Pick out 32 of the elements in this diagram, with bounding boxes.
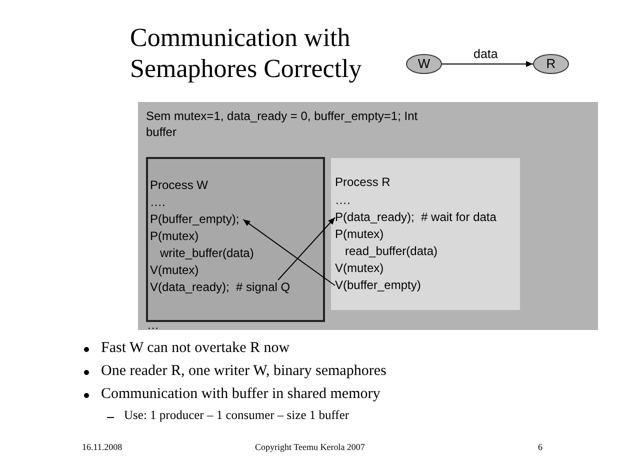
code-line: write_buffer(data) <box>160 246 254 261</box>
code-line: P(data_ready); # wait for data <box>335 210 496 225</box>
code-line: …. <box>335 193 350 208</box>
process-heading: Process R <box>335 175 390 190</box>
code-line: V(mutex) <box>335 261 384 276</box>
code-line: …. <box>150 195 166 210</box>
bullet-text: Fast W can not overtake R now <box>101 340 290 357</box>
node-label: R <box>545 56 557 72</box>
code-line: read_buffer(data) <box>345 244 438 259</box>
process-ellipse <box>533 54 569 74</box>
footer-date: 16.11.2008 <box>82 442 122 452</box>
page-number: 6 <box>538 442 542 452</box>
bullet-text: Communication with buffer in shared memory <box>101 386 380 403</box>
process-box <box>331 158 520 310</box>
process-box <box>146 157 325 322</box>
code-line: P(mutex) <box>150 229 199 244</box>
code-line: P(mutex) <box>335 227 384 242</box>
slide-title: Communication with Semaphores Correctly <box>130 22 363 84</box>
code-line: V(data_ready); # signal Q <box>150 280 290 295</box>
code-line: V(buffer_empty) <box>335 278 421 293</box>
footer-copyright: Copyright Teemu Kerola 2007 <box>255 442 365 452</box>
ellipsis-text: … <box>147 320 159 330</box>
declaration-text: Sem mutex=1, data_ready = 0, buffer_empty=1; Int buffer <box>146 108 419 140</box>
edge-label: data <box>474 47 498 61</box>
process-ellipse <box>406 54 442 74</box>
node-label: W <box>416 56 432 72</box>
bullet-text: One reader R, one writer W, binary semaphores <box>101 363 386 380</box>
code-line: V(mutex) <box>150 263 199 278</box>
process-heading: Process W <box>150 178 208 193</box>
code-panel <box>138 102 598 330</box>
code-line: P(buffer_empty); <box>150 212 240 227</box>
sub-bullet-text: Use: 1 producer – 1 consumer – size 1 buffer <box>124 408 350 423</box>
